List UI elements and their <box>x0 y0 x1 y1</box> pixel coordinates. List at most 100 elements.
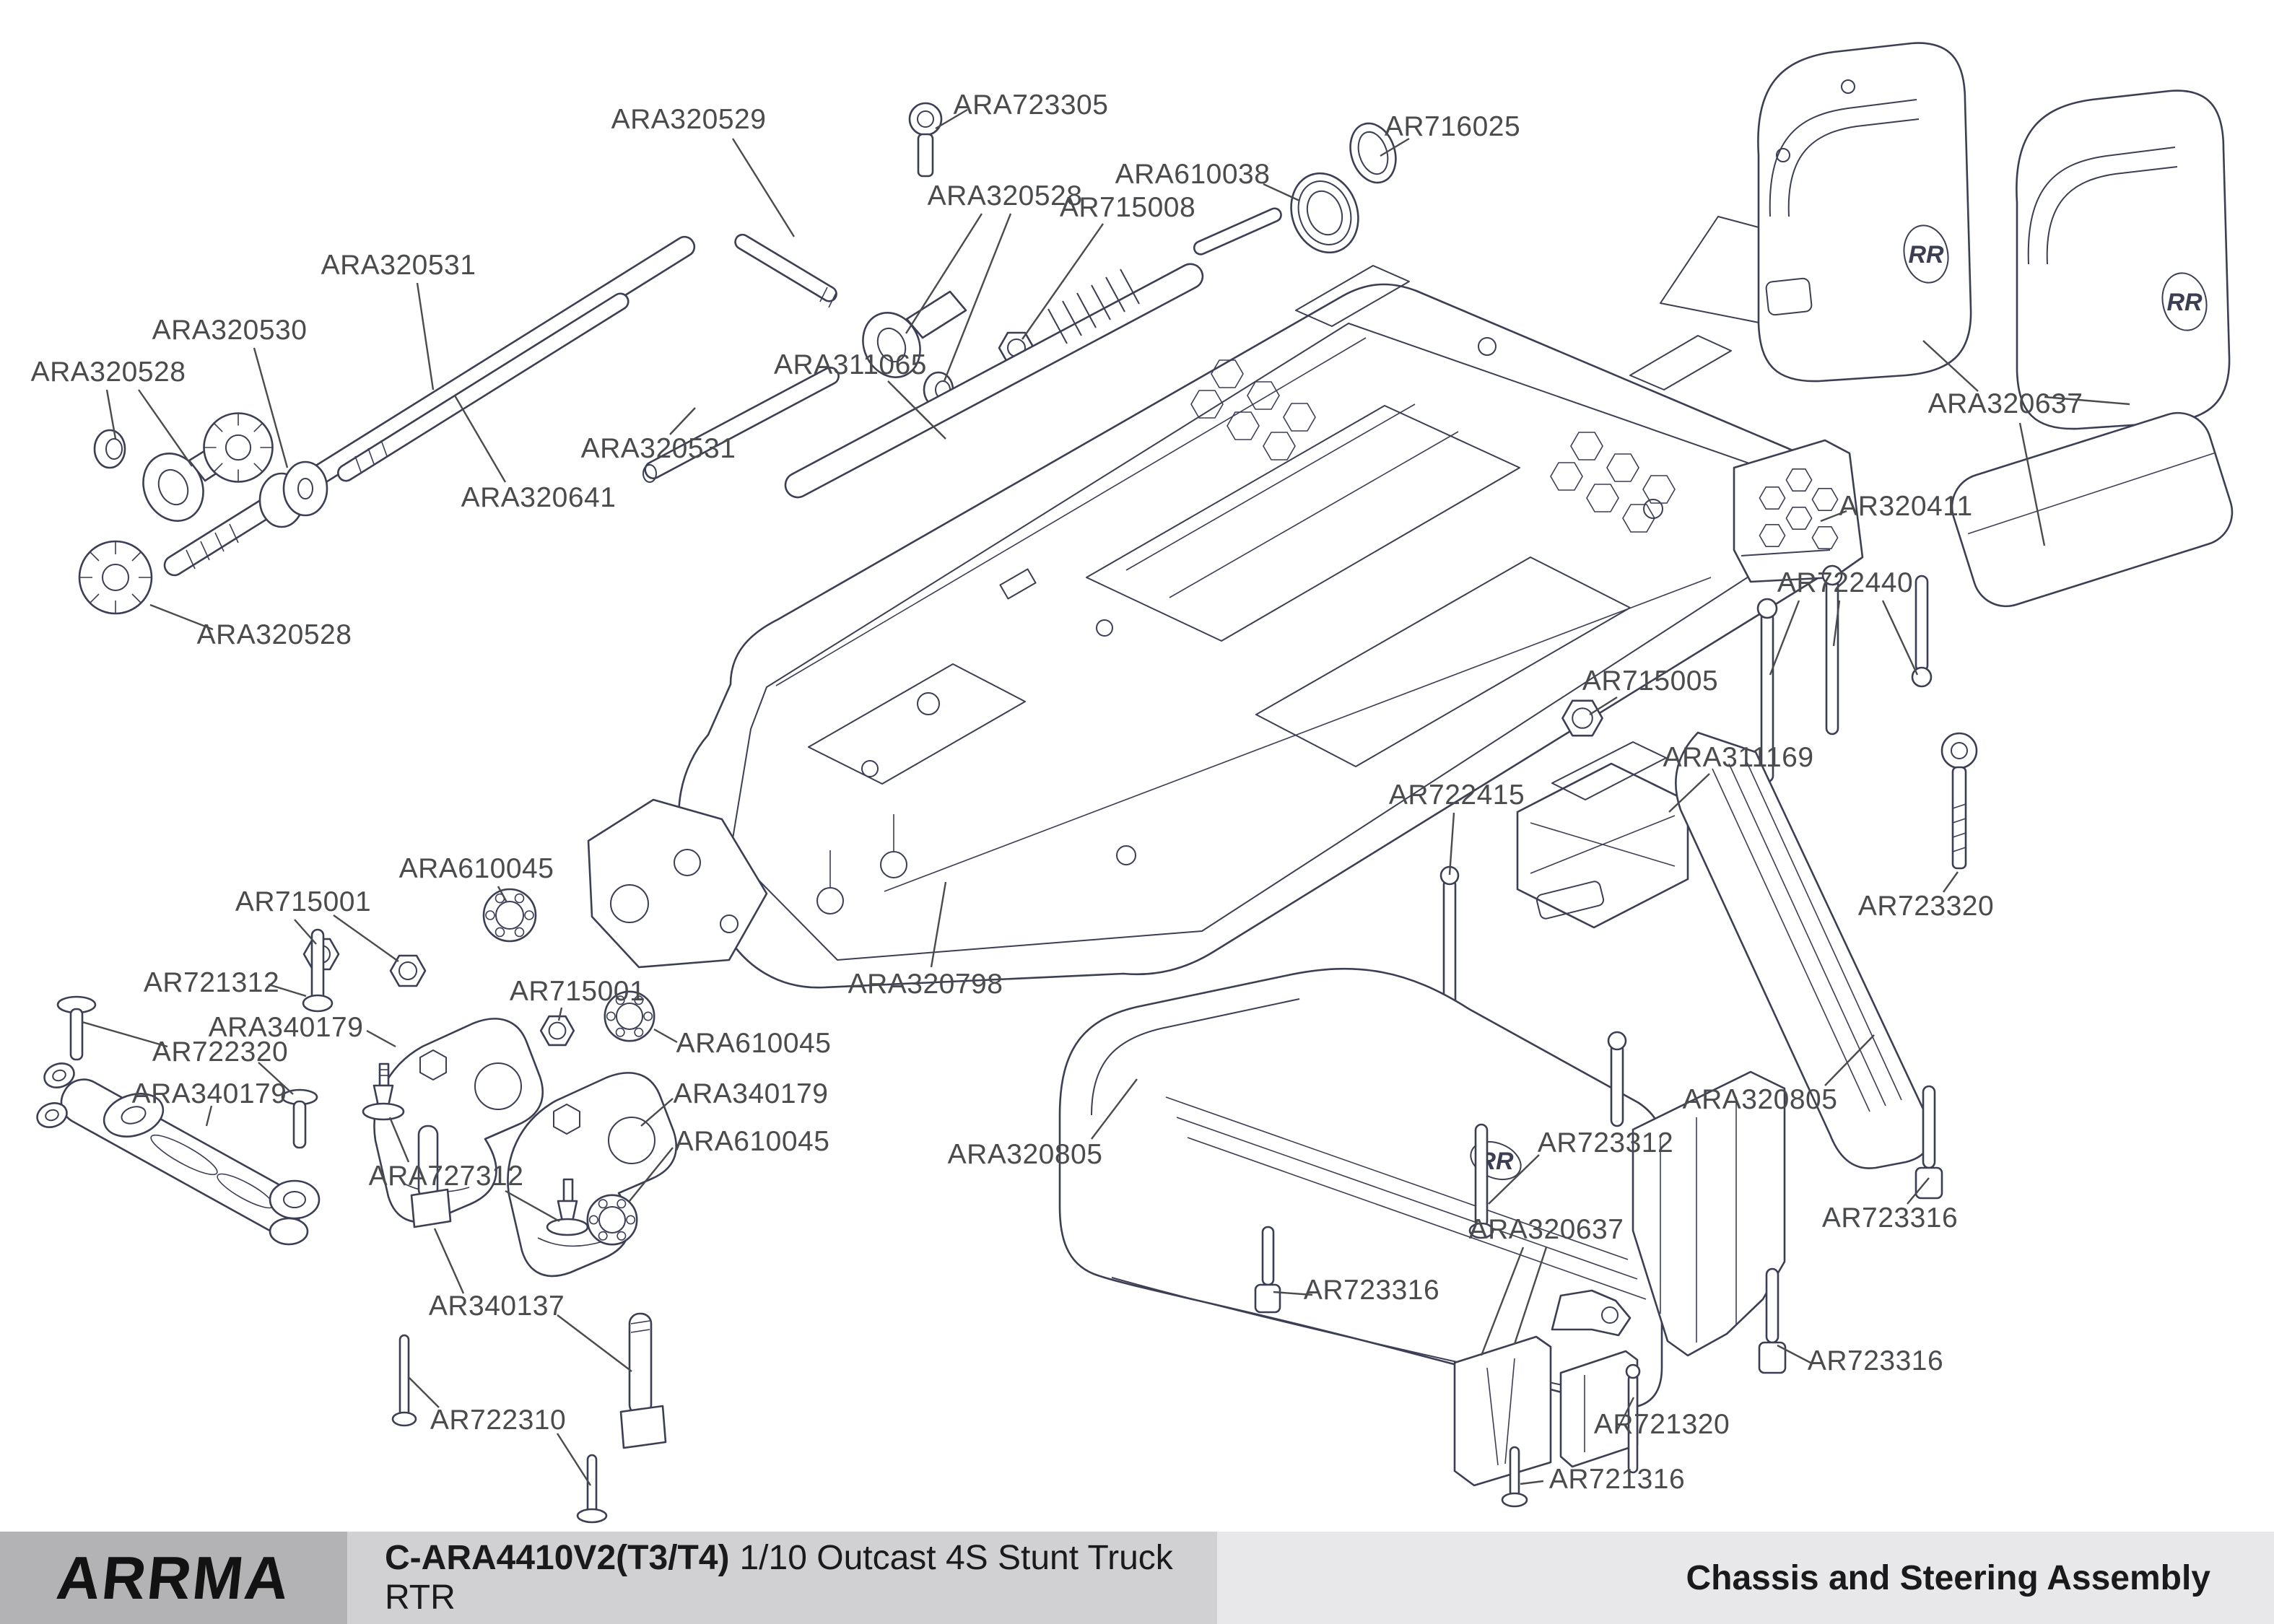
leader-line <box>367 1031 396 1047</box>
part-number-label: AR721316 <box>1548 1464 1686 1495</box>
leader-line <box>557 1315 632 1371</box>
leader-line <box>654 1029 677 1042</box>
leader-line <box>1450 813 1454 875</box>
part-number-label: AR723316 <box>1303 1275 1440 1306</box>
part-number-label: ARA610038 <box>1115 159 1271 190</box>
servo-link-drawing <box>781 118 1403 502</box>
leader-line <box>2044 397 2130 404</box>
leader-line <box>1825 1035 1874 1086</box>
part-number-label: ARA610045 <box>398 853 554 884</box>
leader-line <box>2020 423 2044 546</box>
leader-line <box>733 139 794 237</box>
part-number-label: ARA320528 <box>30 357 186 388</box>
part-number-label: AR715001 <box>235 886 372 917</box>
part-number-label: AR723316 <box>1821 1202 1959 1234</box>
part-number-label: ARA340179 <box>673 1078 829 1109</box>
leader-line <box>1380 139 1409 156</box>
leader-line <box>334 915 398 961</box>
part-number-label: ARA320641 <box>461 482 617 513</box>
document-title: C-ARA4410V2(T3/T4)1/10 Outcast 4S Stunt … <box>385 1538 1217 1618</box>
leader-lines <box>82 110 2130 1485</box>
part-number-label: ARA311065 <box>774 349 927 380</box>
leader-line <box>390 1117 409 1162</box>
leader-line <box>1489 1155 1539 1204</box>
leader-line <box>258 1062 293 1094</box>
foam-pad-drawing <box>1943 404 2240 614</box>
part-number-label: ARA320528 <box>927 180 1083 211</box>
product-name: 1/10 Outcast 4S Stunt Truck RTR <box>385 1539 1173 1617</box>
leader-line <box>269 985 306 996</box>
part-number-label: AR715001 <box>509 976 646 1007</box>
side-guard-panel-drawing: RR <box>1060 969 1662 1407</box>
leader-line <box>498 886 507 902</box>
rr-badge: RR <box>2166 289 2203 316</box>
leader-line <box>1834 601 1839 646</box>
leader-line <box>1770 601 1799 675</box>
steering-rods-drawing <box>78 103 1035 615</box>
leader-line <box>1669 774 1709 812</box>
title-block: ARRMA C-ARA4410V2(T3/T4)1/10 Outcast 4S … <box>0 1532 2274 1624</box>
part-number-label: ARA610045 <box>676 1028 832 1059</box>
leader-line <box>107 390 116 439</box>
brand-cell: ARRMA <box>0 1532 347 1624</box>
steering-assembly-drawing <box>34 888 678 1522</box>
part-number-label: AR320411 <box>1839 491 1973 522</box>
rear-parts-drawing <box>1441 699 1977 1169</box>
part-number-label: AR722320 <box>152 1036 289 1068</box>
battery-box-2: RR <box>2016 91 2229 429</box>
part-number-label: ARA320637 <box>1927 388 2083 419</box>
hinge-pins-drawing <box>1758 566 1931 782</box>
leader-line <box>295 920 316 944</box>
leader-line <box>150 605 213 629</box>
leader-line <box>1923 341 1978 391</box>
sheet-title: Chassis and Steering Assembly <box>1686 1558 2211 1597</box>
part-number-label: AR715008 <box>1059 192 1196 223</box>
leader-line <box>1273 1292 1312 1295</box>
steering-bridge-drawing <box>34 1060 319 1244</box>
leader-line <box>455 396 505 482</box>
rear-mount-parts-drawing <box>1255 1032 1942 1506</box>
leader-line <box>1777 1345 1811 1363</box>
battery-box-1: RR <box>1758 43 1971 382</box>
part-number-label: ARA723305 <box>953 90 1109 121</box>
leader-line <box>254 348 287 468</box>
part-number-label: ARA727312 <box>368 1161 524 1192</box>
document-title-cell: C-ARA4410V2(T3/T4)1/10 Outcast 4S Stunt … <box>347 1532 1217 1624</box>
leader-line <box>82 1022 167 1047</box>
part-number-label: AR723320 <box>1857 891 1995 922</box>
leader-line <box>1617 1397 1634 1431</box>
leader-line <box>206 1106 212 1126</box>
leader-line <box>1907 1178 1929 1204</box>
part-number-label: AR723312 <box>1537 1127 1674 1158</box>
product-code: C-ARA4410V2(T3/T4) <box>385 1539 730 1577</box>
part-number-label: ARA610045 <box>674 1126 830 1157</box>
leader-line <box>906 214 982 333</box>
part-number-label: ARA340179 <box>131 1078 287 1109</box>
leader-line <box>1515 1247 1546 1344</box>
leader-line <box>931 882 946 967</box>
leader-line <box>559 1008 562 1021</box>
part-number-label: ARA320805 <box>1682 1084 1838 1115</box>
leader-line <box>641 1099 673 1126</box>
leader-line <box>139 390 192 466</box>
leader-line <box>1821 511 1847 521</box>
arrma-logo: ARRMA <box>53 1543 294 1612</box>
part-number-label: ARA320528 <box>196 619 352 650</box>
part-number-label: AR721320 <box>1593 1409 1730 1440</box>
leader-line <box>1883 601 1917 675</box>
part-number-label: ARA320530 <box>152 315 308 346</box>
leader-line <box>1520 1481 1543 1484</box>
sheet-title-cell: Chassis and Steering Assembly <box>1217 1532 2274 1624</box>
part-number-label: ARA320529 <box>611 104 767 135</box>
leader-line <box>1092 1079 1137 1139</box>
part-number-label: ARA320805 <box>947 1139 1103 1170</box>
part-number-label: AR723316 <box>1807 1345 1944 1376</box>
leader-line <box>435 1228 463 1293</box>
leader-line <box>1590 697 1617 715</box>
part-number-label: ARA320637 <box>1468 1214 1624 1245</box>
leader-line <box>944 214 1011 381</box>
part-number-label: AR722440 <box>1777 567 1914 598</box>
